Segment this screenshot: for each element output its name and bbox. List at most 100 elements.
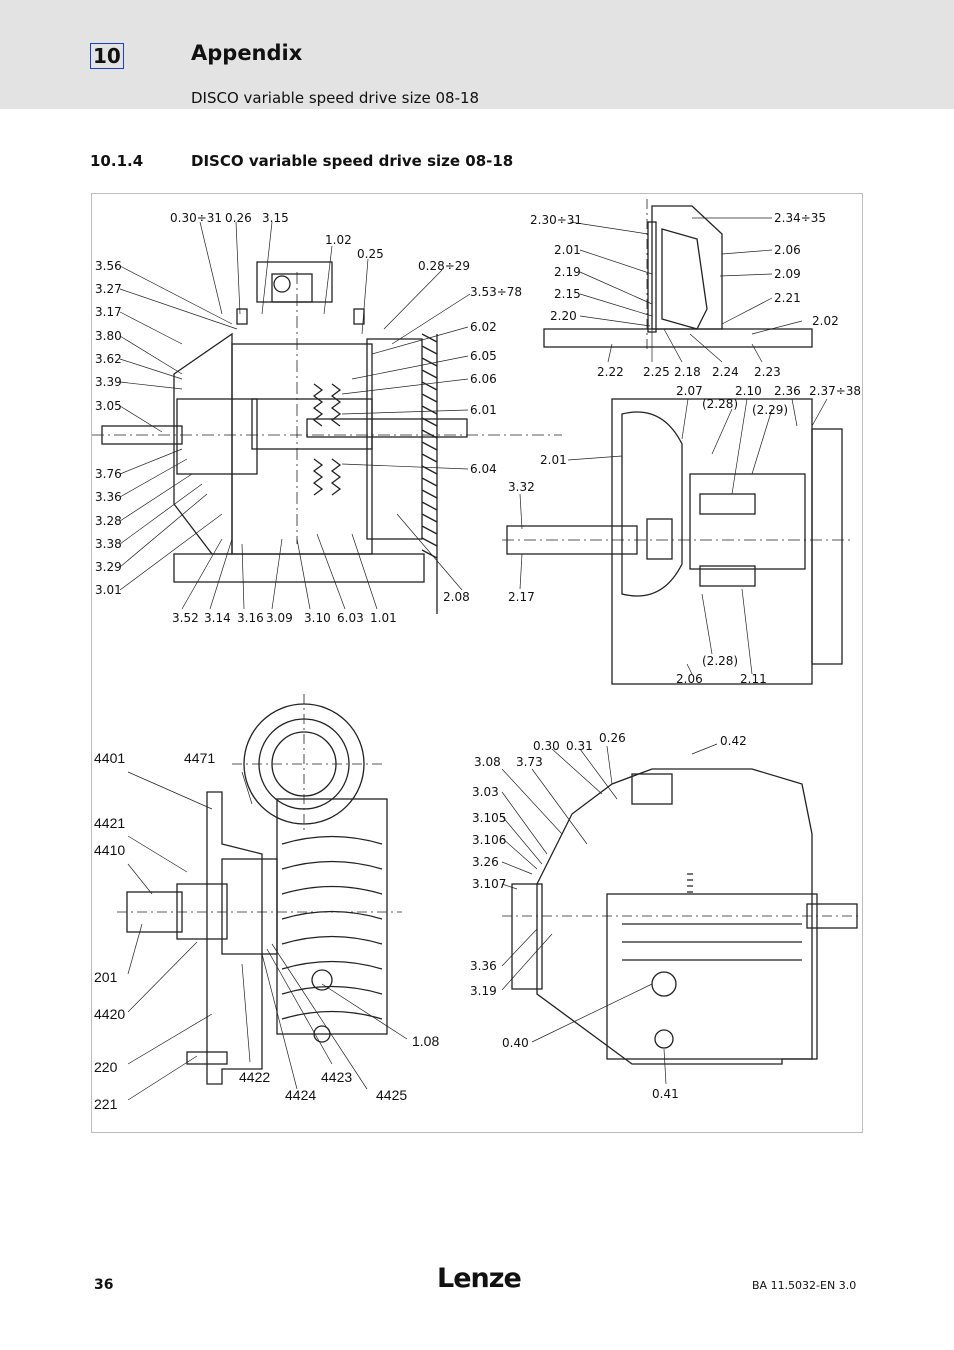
drawing-bottom-right: [502, 768, 862, 1065]
part-label: 6.04: [470, 462, 497, 476]
part-label: 2.36: [774, 384, 801, 398]
part-label: 3.38: [95, 537, 122, 551]
part-label: 6.06: [470, 372, 497, 386]
page-number: 36: [94, 1277, 114, 1293]
part-label: 2.34÷35: [774, 211, 826, 225]
part-label: 1.01: [370, 611, 397, 625]
part-label: 2.17: [508, 590, 535, 604]
part-label: 3.10: [304, 611, 331, 625]
part-label: 3.05: [95, 399, 122, 413]
part-label: 2.24: [712, 365, 739, 379]
part-label: 3.56: [95, 259, 122, 273]
part-label: 2.30÷31: [530, 213, 582, 227]
part-label: 0.25: [357, 247, 384, 261]
part-label: 3.17: [95, 305, 122, 319]
part-label: 221: [94, 1096, 118, 1112]
labels-bottom-left: 4401 4471 4421 4410 201 4420 220 221 442…: [94, 750, 439, 1112]
technical-drawing-figure: 0.30÷31 0.26 3.15 1.02 0.25 0.28÷29 3.53…: [91, 193, 863, 1133]
part-label: 3.107: [472, 877, 506, 891]
part-label: 3.15: [262, 211, 289, 225]
part-label: 1.02: [325, 233, 352, 247]
part-label: 0.41: [652, 1087, 679, 1101]
part-label: 3.08: [474, 755, 501, 769]
part-label: 6.02: [470, 320, 497, 334]
part-label: 2.25: [643, 365, 670, 379]
part-label: 0.26: [599, 731, 626, 745]
part-label: 4410: [94, 842, 125, 858]
part-label: 2.01: [540, 453, 567, 467]
leaders-middle-right: [519, 398, 828, 675]
part-label: 4422: [239, 1069, 270, 1085]
part-label: 4424: [285, 1087, 316, 1103]
part-label: 0.30÷31: [170, 211, 222, 225]
part-label: 2.09: [774, 267, 801, 281]
part-label: 3.62: [95, 352, 122, 366]
part-label: 4420: [94, 1006, 125, 1022]
part-label: 2.10: [735, 384, 762, 398]
part-label: 3.16: [237, 611, 264, 625]
part-label: 3.01: [95, 583, 122, 597]
part-label: 3.105: [472, 811, 506, 825]
part-label: 0.30: [533, 739, 560, 753]
part-label: 3.29: [95, 560, 122, 574]
part-label: 3.19: [470, 984, 497, 998]
part-label: 0.31: [566, 739, 593, 753]
part-label: 3.26: [472, 855, 499, 869]
chapter-subtitle: DISCO variable speed drive size 08-18: [191, 89, 480, 107]
part-label: 2.08: [443, 590, 470, 604]
part-label: 4421: [94, 815, 125, 831]
part-label: 1.08: [412, 1033, 439, 1049]
part-label: 0.26: [225, 211, 252, 225]
part-label: 4425: [376, 1087, 407, 1103]
part-label: 3.28: [95, 514, 122, 528]
labels-top-left: 0.30÷31 0.26 3.15 1.02 0.25 0.28÷29 3.53…: [95, 211, 522, 625]
leaders-bottom-left: [127, 771, 408, 1101]
part-label: 201: [94, 969, 118, 985]
part-label: 2.21: [774, 291, 801, 305]
chapter-title: Appendix: [191, 41, 303, 65]
lenze-logo: Lenze: [437, 1263, 522, 1294]
part-label: 0.28÷29: [418, 259, 470, 273]
part-label: (2.29): [752, 403, 788, 417]
part-label: 3.52: [172, 611, 199, 625]
part-label: 2.22: [597, 365, 624, 379]
drawing-bottom-left: [117, 694, 402, 1085]
labels-middle-right: 2.07 (2.28) 2.10 (2.29) 2.36 2.37÷38 2.0…: [508, 384, 861, 686]
labels-bottom-right: 0.30 0.31 0.26 0.42 3.08 3.73 3.03 3.105…: [470, 731, 747, 1101]
part-label: 3.09: [266, 611, 293, 625]
part-label: 2.07: [676, 384, 703, 398]
part-label: 3.39: [95, 375, 122, 389]
header-band: [0, 0, 954, 109]
part-label: 2.18: [674, 365, 701, 379]
part-label: 2.37÷38: [809, 384, 861, 398]
part-label: 2.01: [554, 243, 581, 257]
part-label: 3.27: [95, 282, 122, 296]
part-label: 0.40: [502, 1036, 529, 1050]
leaders-top-left: [119, 221, 471, 610]
part-label: 3.14: [204, 611, 231, 625]
part-label: 2.23: [754, 365, 781, 379]
document-reference: BA 11.5032-EN 3.0: [752, 1279, 857, 1292]
part-label: 2.02: [812, 314, 839, 328]
part-label: 2.06: [676, 672, 703, 686]
part-label: 6.05: [470, 349, 497, 363]
part-label: 2.19: [554, 265, 581, 279]
part-label: 3.36: [470, 959, 497, 973]
part-label: (2.28): [702, 397, 738, 411]
chapter-number-link[interactable]: 10: [90, 43, 124, 69]
part-label: 3.76: [95, 467, 122, 481]
part-label: 2.06: [774, 243, 801, 257]
labels-top-right: 2.30÷31 2.01 2.19 2.15 2.20 2.34÷35 2.06…: [530, 211, 839, 379]
part-label: 220: [94, 1059, 118, 1075]
part-label: 3.53÷78: [470, 285, 522, 299]
part-label: 4423: [321, 1069, 352, 1085]
drawing-middle-right: [502, 398, 852, 685]
part-label: 2.20: [550, 309, 577, 323]
part-label: 0.42: [720, 734, 747, 748]
part-label: 4471: [184, 750, 215, 766]
leaders-top-right: [569, 217, 803, 363]
part-label: 2.15: [554, 287, 581, 301]
part-label: 3.106: [472, 833, 506, 847]
drawing-canvas: 0.30÷31 0.26 3.15 1.02 0.25 0.28÷29 3.53…: [92, 199, 862, 1112]
leaders-bottom-right: [501, 743, 718, 1085]
